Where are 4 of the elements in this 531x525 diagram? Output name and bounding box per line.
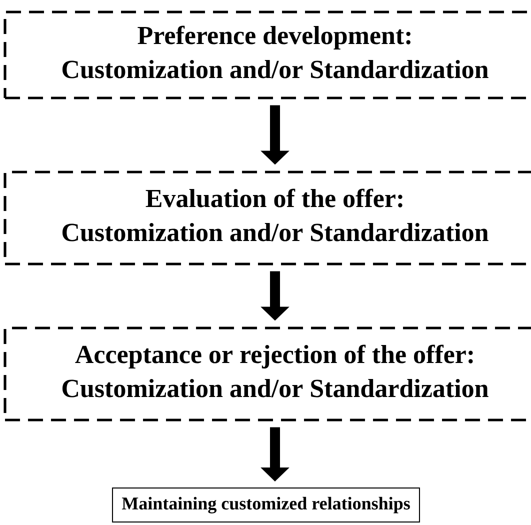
process-box: Preference development: Customization and/or Standardization: [4, 10, 531, 100]
process-box: Acceptance or rejection of the offer: Customization and/or Standardization: [4, 326, 531, 422]
outcome-box: Maintaining customized relationships: [112, 488, 420, 522]
process-box: Evaluation of the offer: Customization and/or Standardization: [4, 170, 531, 266]
